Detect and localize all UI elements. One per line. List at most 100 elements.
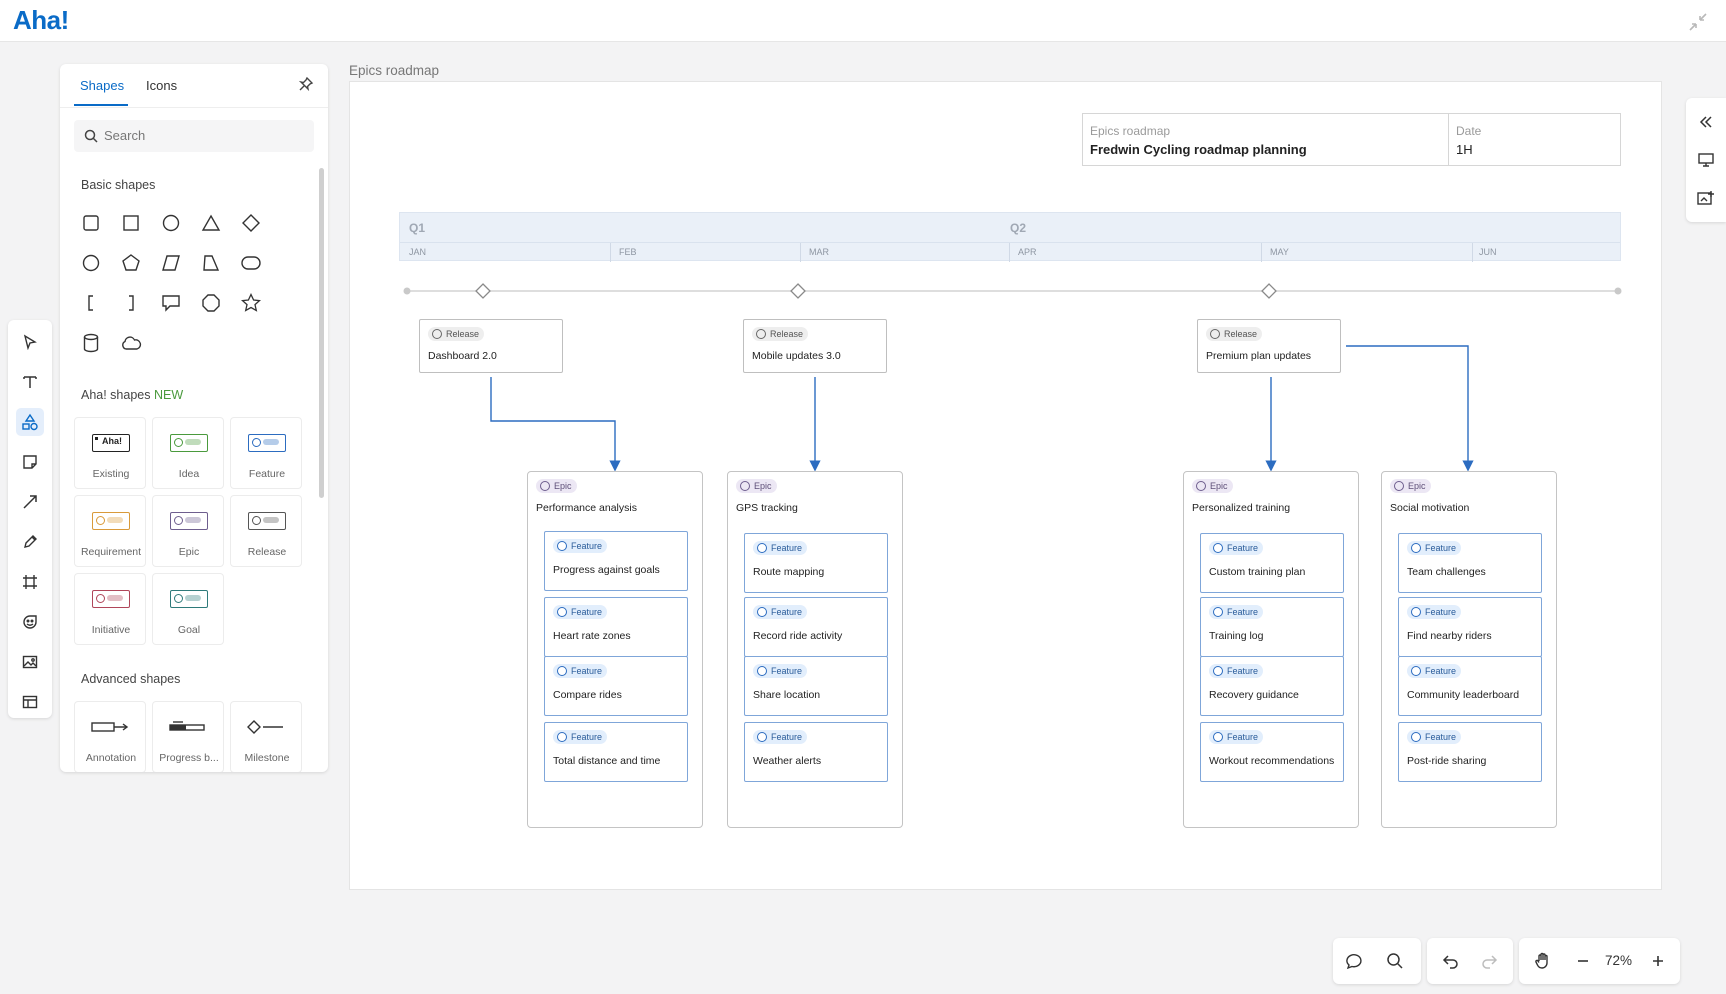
presentation-icon[interactable] (1694, 148, 1718, 172)
cloud-shape-icon[interactable] (118, 330, 144, 356)
aha-shape-goal[interactable]: Goal (152, 573, 224, 645)
advanced-shape-progress-bar[interactable]: Progress b... (152, 701, 224, 772)
epic-chip: Epic (536, 479, 577, 493)
comment-icon[interactable] (1343, 949, 1367, 973)
sticker-icon[interactable] (16, 608, 44, 636)
sticky-note-icon[interactable] (16, 448, 44, 476)
frame-icon[interactable] (16, 568, 44, 596)
square-shape-icon[interactable] (118, 210, 144, 236)
zoom-in-icon[interactable] (1646, 949, 1670, 973)
select-tool-icon[interactable] (16, 328, 44, 356)
text-tool-icon[interactable] (16, 368, 44, 396)
feature-name: Progress against goals (553, 564, 660, 576)
goal-card-icon (170, 590, 208, 608)
feature-chip: Feature (753, 730, 808, 744)
diamond-shape-icon[interactable] (238, 210, 264, 236)
exit-fullscreen-icon[interactable] (1688, 12, 1708, 32)
speech-bubble-shape-icon[interactable] (158, 290, 184, 316)
star-shape-icon[interactable] (238, 290, 264, 316)
month-label: APR (1018, 247, 1037, 257)
add-slide-icon[interactable] (1694, 186, 1718, 210)
tab-shapes[interactable]: Shapes (80, 78, 125, 93)
feature-name: Team challenges (1407, 566, 1486, 578)
aha-shape-existing[interactable]: Aha! Existing (74, 417, 146, 489)
trapezoid-shape-icon[interactable] (198, 250, 224, 276)
aha-shape-initiative[interactable]: Initiative (74, 573, 146, 645)
aha-shape-epic[interactable]: Epic (152, 495, 224, 567)
table-icon[interactable] (16, 688, 44, 716)
tab-icons[interactable]: Icons (146, 78, 178, 93)
roadmap-header[interactable]: Epics roadmap Fredwin Cycling roadmap pl… (1082, 113, 1621, 166)
aha-shape-feature[interactable]: Feature (230, 417, 302, 489)
rounded-square-shape-icon[interactable] (78, 210, 104, 236)
aha-shape-release[interactable]: Release (230, 495, 302, 567)
advanced-shape-annotation[interactable]: Annotation (74, 701, 146, 772)
whiteboard-canvas[interactable]: Epics roadmap Fredwin Cycling roadmap pl… (349, 81, 1662, 890)
month-row: JAN FEB MAR APR MAY JUN (400, 242, 1620, 262)
right-bracket-shape-icon[interactable] (118, 290, 144, 316)
pen-icon[interactable] (16, 528, 44, 556)
aha-logo[interactable]: Aha! (13, 5, 69, 35)
progress-bar-icon (169, 721, 205, 731)
zoom-out-icon[interactable] (1571, 949, 1595, 973)
circle-shape-icon[interactable] (158, 210, 184, 236)
track-end-dot (1614, 287, 1622, 295)
release-card[interactable]: Release Mobile updates 3.0 (743, 319, 887, 373)
triangle-shape-icon[interactable] (198, 210, 224, 236)
hand-pan-icon[interactable] (1531, 949, 1555, 973)
aha-shapes-title: Aha! shapes NEW (81, 388, 183, 402)
shapes-tool-icon[interactable] (16, 408, 44, 436)
feature-chip: Feature (1407, 730, 1462, 744)
redo-icon[interactable] (1477, 949, 1501, 973)
aha-shape-idea[interactable]: Idea (152, 417, 224, 489)
release-chip: Release (1206, 327, 1263, 341)
idea-card-icon (170, 434, 208, 452)
image-icon[interactable] (16, 648, 44, 676)
aha-shape-label: Feature (248, 468, 286, 480)
cylinder-shape-icon[interactable] (78, 330, 104, 356)
roadmap-name-cell: Epics roadmap Fredwin Cycling roadmap pl… (1083, 114, 1449, 165)
collapse-panel-icon[interactable] (1694, 110, 1718, 134)
pin-icon[interactable] (298, 76, 314, 97)
release-card[interactable]: Release Dashboard 2.0 (419, 319, 563, 373)
left-bracket-shape-icon[interactable] (78, 290, 104, 316)
panel-scrollbar[interactable] (319, 168, 324, 498)
search-canvas-icon[interactable] (1383, 949, 1407, 973)
connector-arrow-icon[interactable] (16, 488, 44, 516)
track-start-dot (403, 287, 411, 295)
feature-name: Record ride activity (753, 630, 843, 642)
undo-icon[interactable] (1439, 949, 1463, 973)
aha-shape-requirement[interactable]: Requirement (74, 495, 146, 567)
parallelogram-shape-icon[interactable] (158, 250, 184, 276)
timeline-header[interactable]: Q1 Q2 JAN FEB MAR APR MAY JUN (399, 212, 1621, 262)
ellipse-shape-icon[interactable] (78, 250, 104, 276)
zoom-level[interactable]: 72% (1605, 953, 1633, 968)
pentagon-shape-icon[interactable] (118, 250, 144, 276)
advanced-shape-milestone[interactable]: Milestone (230, 701, 302, 772)
search-input[interactable] (104, 128, 304, 143)
release-card[interactable]: Release Premium plan updates (1197, 319, 1341, 373)
release-chip: Release (752, 327, 809, 341)
octagon-shape-icon[interactable] (198, 290, 224, 316)
pill-shape-icon[interactable] (238, 250, 264, 276)
